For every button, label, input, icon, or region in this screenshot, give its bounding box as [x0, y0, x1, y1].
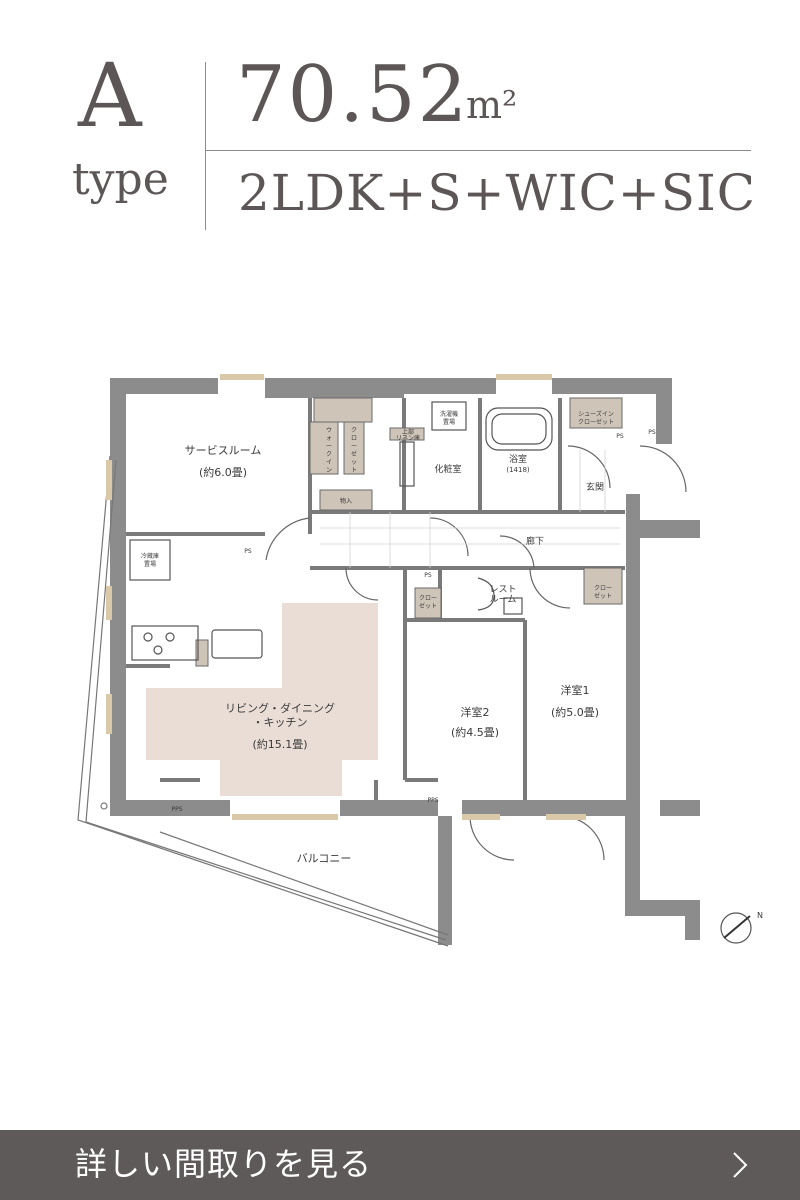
- hallway-tiles: [320, 450, 620, 568]
- ps-label-entrance-2: PS: [648, 429, 656, 436]
- shoes-label-1: シューズイン: [578, 410, 614, 418]
- wic-char-6: ン: [326, 467, 332, 474]
- layout-type: 2LDK+S+WIC+SIC: [238, 164, 757, 222]
- washer-label-1: 洗濯機: [440, 410, 458, 418]
- room-western1-size: (約5.0畳): [551, 705, 599, 719]
- wic-char-5: イ: [326, 459, 332, 466]
- floor-plan-drawing: サービスルーム (約6.0畳) リビング・ダイニング ・キッチン (約15.1畳…: [77, 374, 763, 947]
- wic-char-4: ク: [326, 451, 332, 458]
- room-bath-label: 浴室: [509, 453, 527, 465]
- wic-char-3: ー: [326, 443, 332, 450]
- closet-restroom-label-2: ゼット: [419, 602, 437, 610]
- closet-restroom-label-1: クロー: [419, 595, 437, 602]
- washer-label-2: 置場: [443, 418, 455, 426]
- compass-north-label: N: [757, 911, 763, 920]
- room-balcony-label: バルコニー: [297, 852, 352, 865]
- balcony-outline: [77, 455, 449, 947]
- wic2-char-3: ー: [351, 443, 357, 450]
- compass-icon: N: [720, 911, 763, 944]
- room-powder-label: 化粧室: [434, 463, 461, 475]
- view-floorplan-label: 詳しい間取りを見る: [75, 1145, 373, 1183]
- storage-fills: [195, 397, 623, 667]
- outer-walls: [110, 378, 700, 945]
- floor-area-value: 70.52: [236, 50, 470, 140]
- fridge-label-2: 置場: [144, 560, 156, 568]
- wic-char-2: ォ: [326, 435, 332, 442]
- room-western2-label: 洋室2: [461, 705, 490, 719]
- wic-char-1: ウ: [326, 426, 332, 434]
- pps-label-ldk: PPS: [171, 806, 182, 813]
- fridge-label-1: 冷蔵庫: [141, 552, 159, 560]
- chevron-right-icon: [733, 1152, 748, 1178]
- wic2-char-4: ゼ: [351, 450, 357, 458]
- fixtures: [129, 401, 553, 661]
- ps-label-entrance-1: PS: [616, 433, 624, 440]
- room-ldk-label-2: ・キッチン: [253, 716, 308, 729]
- type-letter: A: [78, 44, 142, 147]
- floor-area-unit: m²: [466, 83, 518, 127]
- room-service-size: (約6.0畳): [199, 465, 247, 479]
- ps-label-ldk: PS: [244, 548, 252, 555]
- storage-label: 物入: [340, 497, 352, 505]
- header-vertical-divider: [205, 62, 206, 230]
- wic2-char-2: ロ: [351, 435, 357, 442]
- wic2-char-1: ク: [351, 427, 357, 434]
- room-ldk-label-1: リビング・ダイニング: [225, 701, 335, 715]
- floor-plan: サービスルーム (約6.0畳) リビング・ダイニング ・キッチン (約15.1畳…: [60, 360, 800, 960]
- room-ldk-size: (約15.1畳): [252, 737, 307, 751]
- ldk-highlight: [146, 603, 378, 796]
- wic2-char-5: ッ: [351, 459, 357, 466]
- closet-western1-label-1: クロー: [594, 585, 612, 592]
- closet-western1-label-2: ゼット: [594, 592, 612, 600]
- header-horizontal-divider: [205, 150, 751, 151]
- interior-walls: [126, 398, 625, 800]
- linen-label-1: 上部: [402, 428, 414, 436]
- window-markers: [106, 374, 586, 820]
- wic2-char-6: ト: [351, 467, 357, 474]
- linen-label-2: リネン庫: [396, 434, 420, 442]
- room-western1-label: 洋室1: [561, 683, 590, 697]
- ps-label-hall: PS: [424, 572, 432, 579]
- room-labels: サービスルーム (約6.0畳) リビング・ダイニング ・キッチン (約15.1畳…: [185, 444, 604, 865]
- pps-label-western: PPS: [427, 797, 438, 804]
- type-word: type: [72, 154, 169, 205]
- room-hallway-label: 廊下: [526, 535, 544, 547]
- room-bath-size: (1418): [506, 466, 530, 474]
- room-service-label: サービスルーム: [185, 444, 262, 457]
- room-restroom-label-2: ルーム: [490, 594, 517, 605]
- small-labels: ウ ォ ー ク イ ン ク ロ ー ゼ ッ ト 物入 洗濯機 置場 冷蔵庫 置場…: [141, 410, 656, 813]
- room-entrance-label: 玄関: [586, 481, 604, 493]
- room-restroom-label-1: レスト: [489, 585, 516, 595]
- room-western2-size: (約4.5畳): [451, 725, 499, 739]
- view-floorplan-button[interactable]: 詳しい間取りを見る: [0, 1130, 800, 1200]
- shoes-label-2: クローゼット: [578, 418, 614, 426]
